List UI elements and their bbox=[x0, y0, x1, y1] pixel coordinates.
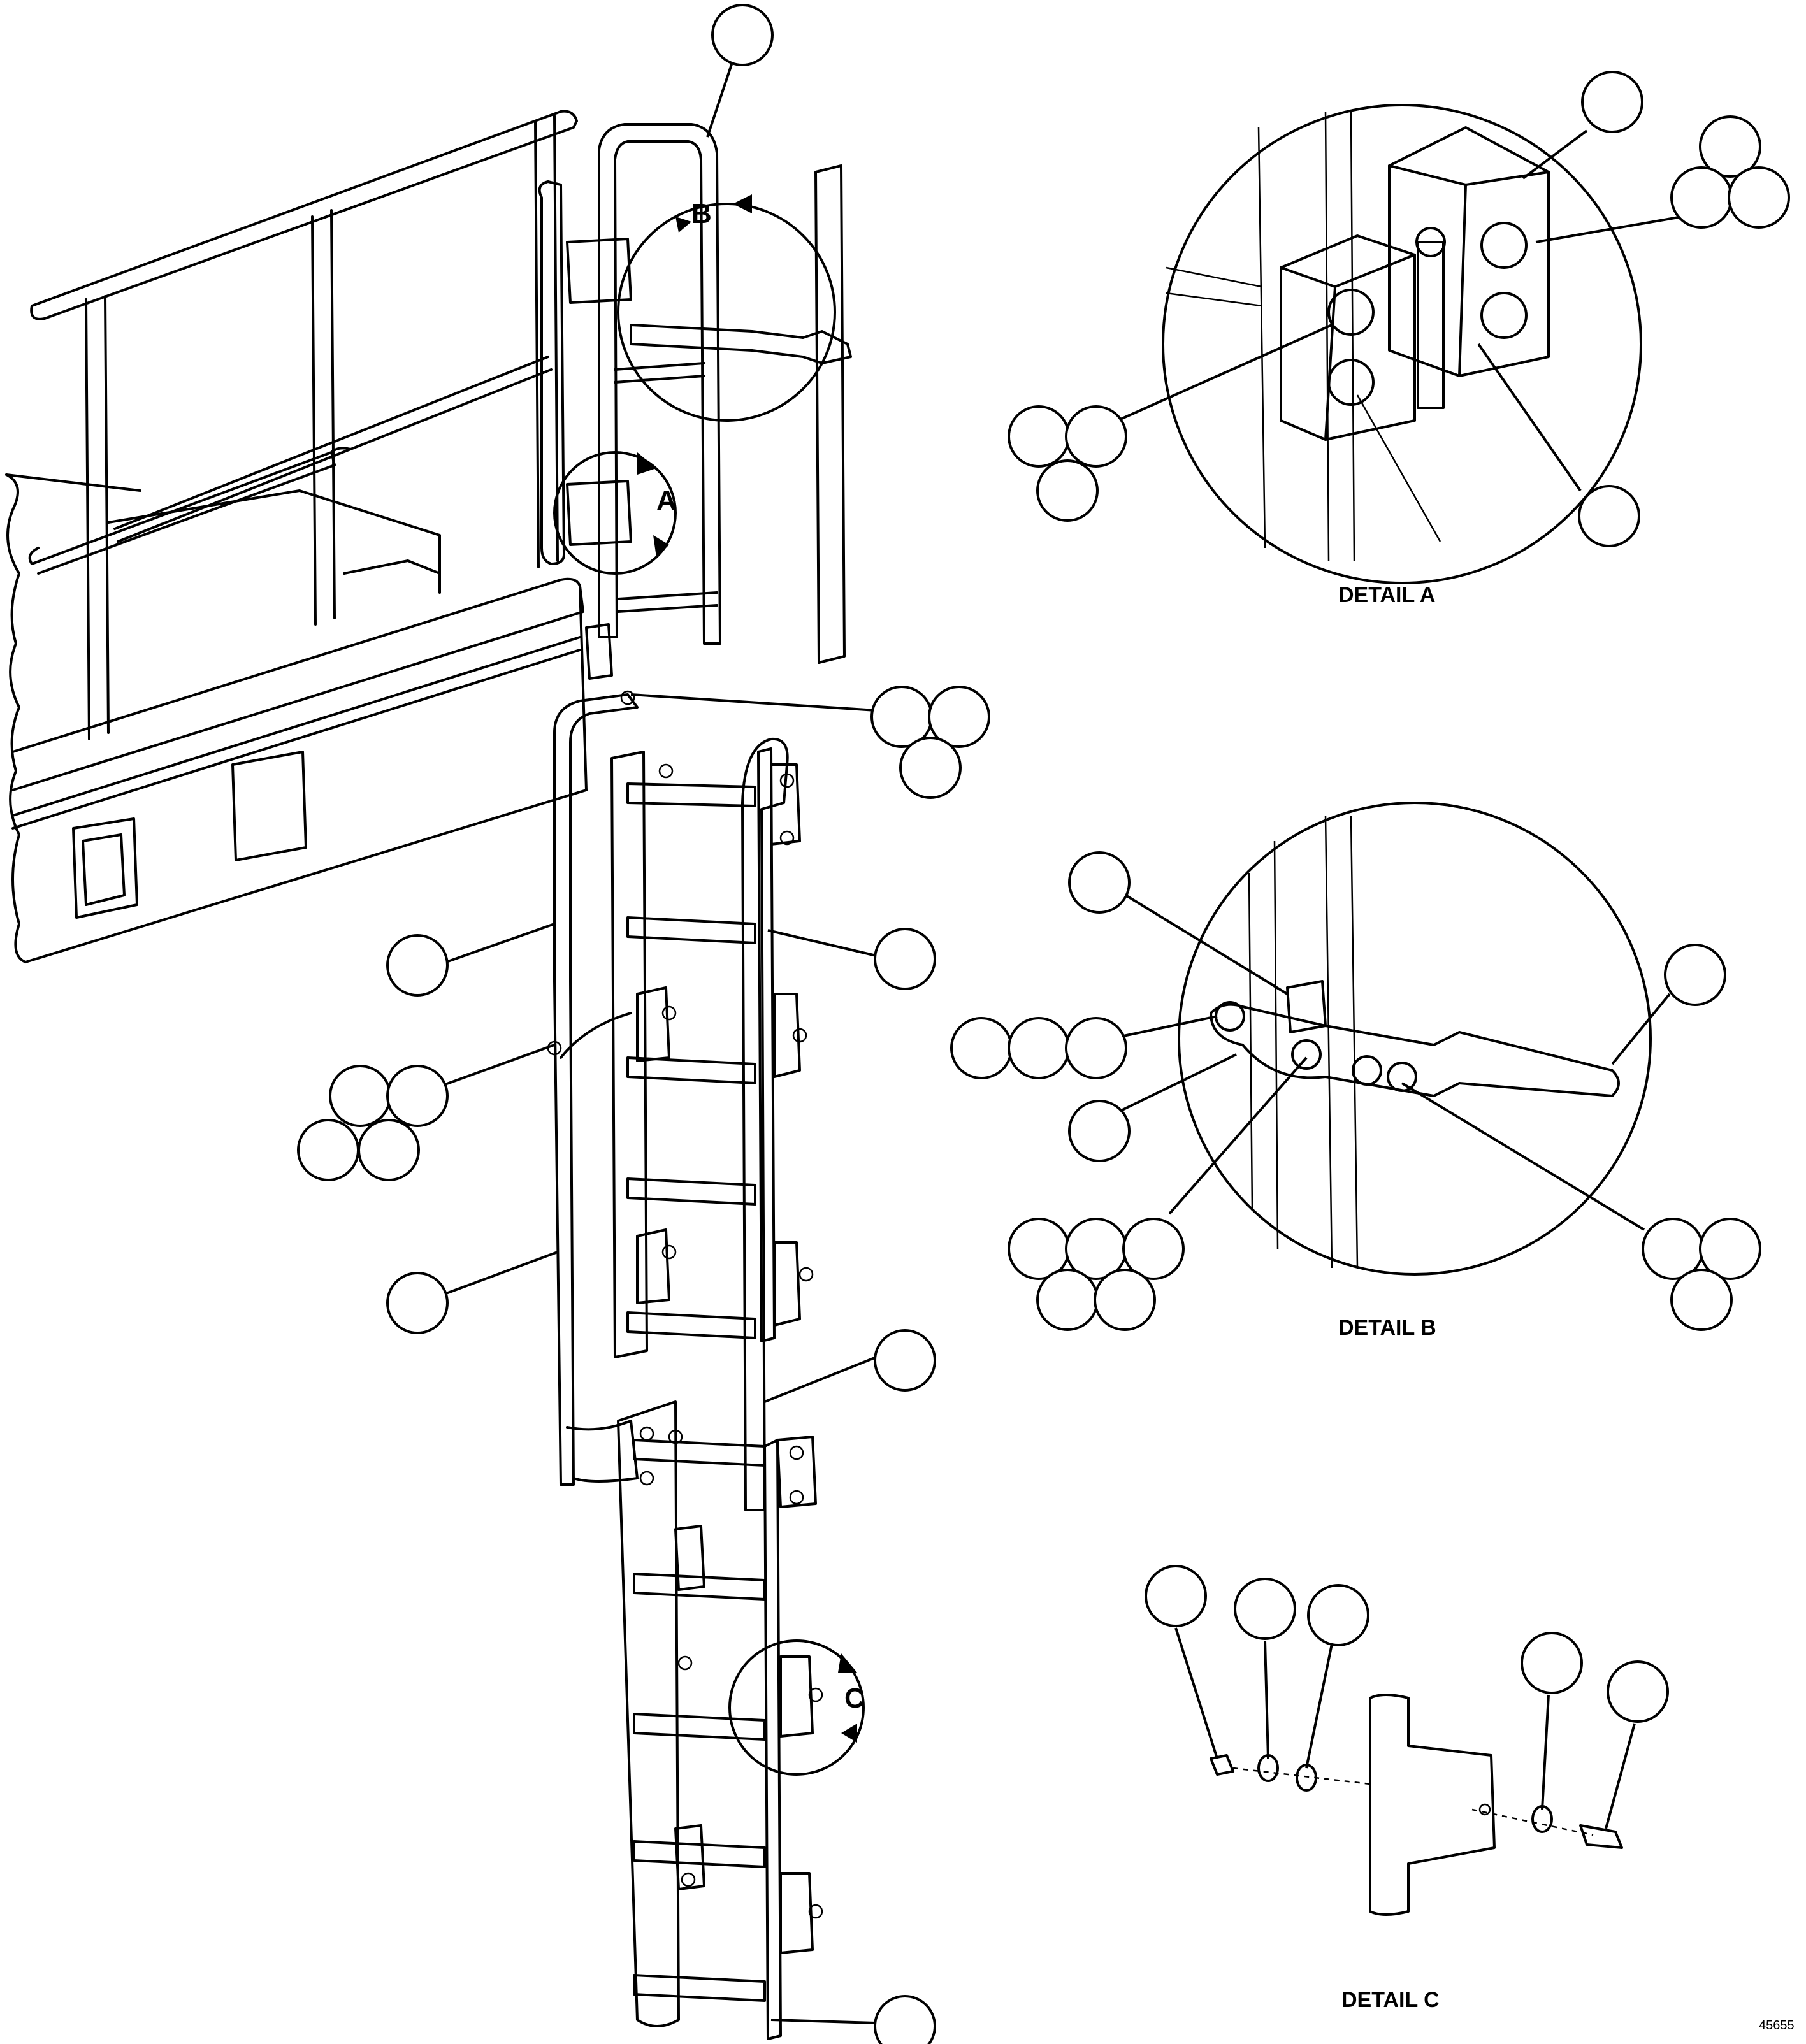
callout-balloon bbox=[1234, 1578, 1296, 1640]
view-letter-c: C bbox=[844, 1683, 865, 1714]
callout-balloon bbox=[1728, 166, 1790, 229]
callout-balloon bbox=[1008, 405, 1070, 468]
view-letter-b: B bbox=[691, 198, 712, 229]
platform-handrail-assembly bbox=[5, 110, 852, 963]
callout-balloon bbox=[386, 934, 449, 997]
callout-balloon bbox=[874, 928, 936, 990]
callout-balloon bbox=[1145, 1565, 1207, 1627]
callout-balloon bbox=[1581, 71, 1643, 133]
callout-balloon bbox=[1065, 405, 1127, 468]
detail-c-label: DETAIL C bbox=[1341, 1988, 1440, 2012]
callout-balloon bbox=[899, 737, 962, 799]
callout-balloon bbox=[1036, 459, 1099, 522]
callout-balloon bbox=[1607, 1660, 1669, 1723]
callout-balloon bbox=[711, 4, 774, 66]
callout-balloon bbox=[928, 686, 990, 748]
drawing-number: 45655 bbox=[1759, 2019, 1795, 2033]
callout-balloon bbox=[1065, 1017, 1127, 1079]
view-marker-c: C bbox=[728, 1639, 865, 1776]
callout-balloon bbox=[1008, 1017, 1070, 1079]
callout-balloon bbox=[1699, 1218, 1761, 1280]
callout-balloon bbox=[874, 1329, 936, 1392]
callout-balloon bbox=[329, 1065, 391, 1127]
callout-balloon bbox=[1670, 166, 1733, 229]
callout-balloon bbox=[1307, 1584, 1369, 1646]
upper-ladder-section bbox=[547, 690, 814, 1511]
callout-balloon bbox=[1521, 1632, 1583, 1694]
lower-ladder-section bbox=[617, 1400, 823, 2040]
view-letter-a: A bbox=[656, 485, 677, 516]
detail-a-label: DETAIL A bbox=[1338, 583, 1435, 607]
detail-a: DETAIL A bbox=[1162, 104, 1642, 607]
callout-balloon bbox=[1578, 485, 1640, 547]
detail-b: DETAIL B bbox=[1178, 802, 1652, 1340]
callout-balloon bbox=[1122, 1218, 1185, 1280]
detail-b-label: DETAIL B bbox=[1338, 1316, 1436, 1340]
callout-balloons bbox=[297, 4, 1790, 2044]
callout-balloon bbox=[1699, 115, 1761, 178]
view-marker-a: A bbox=[553, 451, 677, 575]
callout-balloon bbox=[1664, 944, 1726, 1006]
callout-balloon bbox=[874, 1995, 936, 2044]
callout-balloon bbox=[1094, 1269, 1156, 1331]
detail-c: DETAIL C bbox=[1210, 1694, 1623, 2012]
callout-leaders bbox=[439, 60, 1683, 2024]
callout-balloon bbox=[358, 1119, 420, 1181]
callout-balloon bbox=[1036, 1269, 1099, 1331]
view-marker-b: B bbox=[617, 194, 836, 422]
callout-balloon bbox=[386, 1065, 449, 1127]
callout-balloon bbox=[1068, 851, 1131, 914]
callout-balloon bbox=[297, 1119, 359, 1181]
callout-balloon bbox=[1670, 1269, 1733, 1331]
callout-balloon bbox=[950, 1017, 1013, 1079]
callout-balloon bbox=[1068, 1100, 1131, 1162]
callout-balloon bbox=[386, 1272, 449, 1334]
